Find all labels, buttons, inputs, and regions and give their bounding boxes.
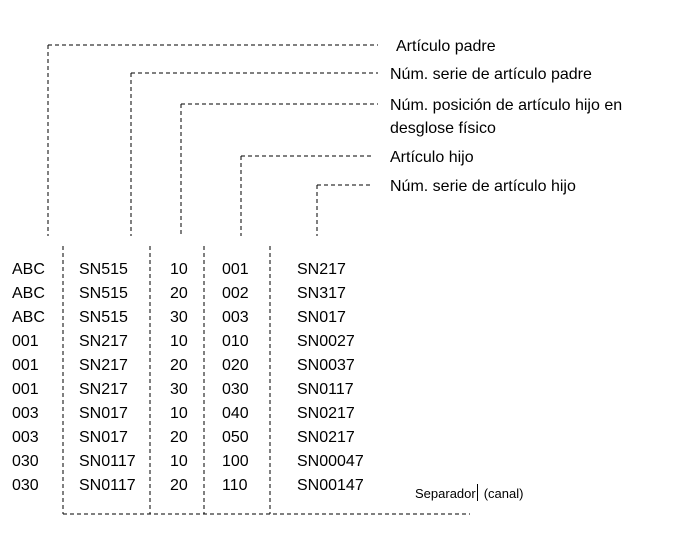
table-cell-r8-c3: 100 — [222, 453, 249, 470]
separator-label: Separador (canal) — [415, 484, 523, 502]
table-cell-r9-c2: 20 — [170, 477, 188, 494]
callout-num-posicion-line2: desglose físico — [390, 120, 496, 137]
separator-word: Separador — [415, 486, 476, 501]
table-cell-r9-c3: 110 — [222, 477, 248, 494]
table-cell-r7-c3: 050 — [222, 429, 249, 446]
table-cell-r4-c1: SN217 — [79, 357, 128, 374]
callout-articulo-padre: Artículo padre — [396, 38, 496, 55]
table-cell-r0-c1: SN515 — [79, 261, 128, 278]
table-cell-r6-c0: 003 — [12, 405, 39, 422]
table-cell-r0-c3: 001 — [222, 261, 249, 278]
table-cell-r2-c3: 003 — [222, 309, 249, 326]
table-cell-r4-c3: 020 — [222, 357, 249, 374]
table-cell-r6-c2: 10 — [170, 405, 188, 422]
table-cell-r9-c1: SN0117 — [79, 477, 136, 494]
table-cell-r1-c4: SN317 — [297, 285, 346, 302]
table-cell-r9-c4: SN00147 — [297, 477, 364, 494]
table-cell-r8-c2: 10 — [170, 453, 188, 470]
table-cell-r5-c2: 30 — [170, 381, 188, 398]
callout-num-posicion-line1: Núm. posición de artículo hijo en — [390, 97, 623, 114]
callout-num-serie-hijo: Núm. serie de artículo hijo — [390, 178, 576, 195]
table-cell-r6-c1: SN017 — [79, 405, 128, 422]
table-cell-r3-c1: SN217 — [79, 333, 128, 350]
table-cell-r5-c3: 030 — [222, 381, 249, 398]
table-cell-r9-c0: 030 — [12, 477, 39, 494]
table-cell-r3-c3: 010 — [222, 333, 249, 350]
table-cell-r2-c0: ABC — [12, 309, 45, 326]
table-cell-r7-c0: 003 — [12, 429, 39, 446]
table-cell-r6-c3: 040 — [222, 405, 249, 422]
table-cell-r3-c0: 001 — [12, 333, 39, 350]
separator-cursor-mark — [476, 484, 478, 501]
table-cell-r4-c4: SN0037 — [297, 357, 355, 374]
table-cell-r3-c2: 10 — [170, 333, 188, 350]
table-cell-r6-c4: SN0217 — [297, 405, 355, 422]
table-cell-r1-c1: SN515 — [79, 285, 128, 302]
table-cell-r3-c4: SN0027 — [297, 333, 355, 350]
table-cell-r1-c0: ABC — [12, 285, 45, 302]
table-cell-r7-c2: 20 — [170, 429, 188, 446]
table-cell-r1-c3: 002 — [222, 285, 249, 302]
table-cell-r8-c1: SN0117 — [79, 453, 136, 470]
table-cell-r1-c2: 20 — [170, 285, 188, 302]
table-cell-r4-c0: 001 — [12, 357, 39, 374]
table-cell-r8-c0: 030 — [12, 453, 39, 470]
table-cell-r0-c4: SN217 — [297, 261, 346, 278]
callout-articulo-hijo: Artículo hijo — [390, 149, 474, 166]
table-cell-r5-c1: SN217 — [79, 381, 128, 398]
table-cell-r2-c4: SN017 — [297, 309, 346, 326]
table-cell-r2-c1: SN515 — [79, 309, 128, 326]
table-cell-r5-c0: 001 — [12, 381, 39, 398]
table-cell-r4-c2: 20 — [170, 357, 188, 374]
table-cell-r2-c2: 30 — [170, 309, 188, 326]
table-cell-r7-c4: SN0217 — [297, 429, 355, 446]
callout-num-serie-padre: Núm. serie de artículo padre — [390, 66, 592, 83]
table-cell-r0-c0: ABC — [12, 261, 45, 278]
table-cell-r5-c4: SN0117 — [297, 381, 354, 398]
table-cell-r7-c1: SN017 — [79, 429, 128, 446]
separator-paren: (canal) — [483, 486, 524, 501]
table-cell-r0-c2: 10 — [170, 261, 188, 278]
table-cell-r8-c4: SN00047 — [297, 453, 364, 470]
